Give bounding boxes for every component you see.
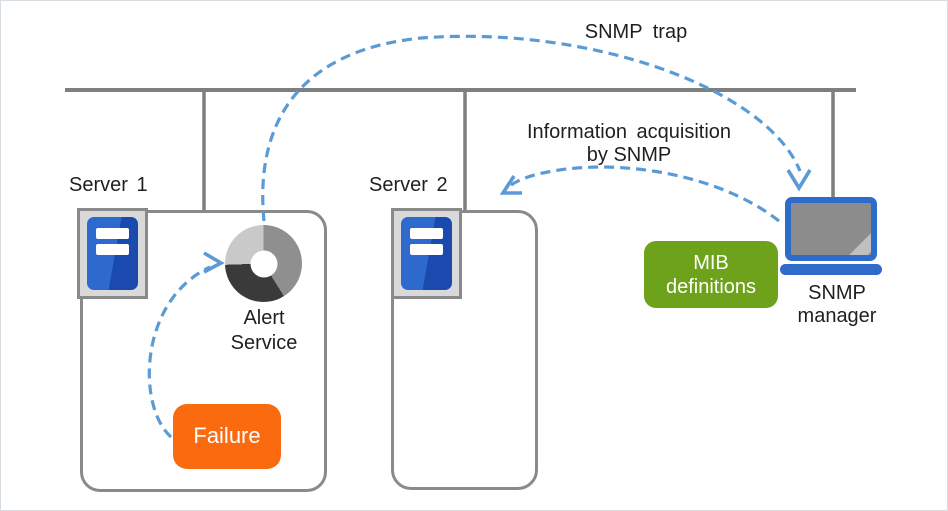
laptop-screen xyxy=(785,197,877,261)
server1-icon xyxy=(77,208,148,299)
alert-service-label-line1: Alert xyxy=(243,307,285,329)
laptop-base xyxy=(780,264,882,275)
snmp-manager-label-line1: SNMP xyxy=(808,282,866,304)
server-tower-icon xyxy=(401,217,452,290)
server2-label: Server 2 xyxy=(369,174,448,196)
server2-icon xyxy=(391,208,462,299)
mib-definitions-badge: MIB definitions xyxy=(644,241,778,308)
failure-badge: Failure xyxy=(173,404,281,469)
info-acquisition-label-line2: by SNMP xyxy=(586,144,672,166)
mib-label-line2: definitions xyxy=(665,275,757,298)
snmp-manager-label-line2: manager xyxy=(797,305,877,327)
snmp-trap-label: SNMP trap xyxy=(584,21,688,43)
alert-service-icon xyxy=(225,225,302,302)
server-tower-icon xyxy=(87,217,138,290)
mib-label-line1: MIB xyxy=(693,251,729,274)
server1-label: Server 1 xyxy=(69,174,148,196)
info-acquisition-label-line1: Information acquisition xyxy=(526,121,732,143)
alert-service-label-line2: Service xyxy=(230,332,298,354)
failure-label: Failure xyxy=(193,423,261,449)
laptop-icon xyxy=(780,197,882,275)
